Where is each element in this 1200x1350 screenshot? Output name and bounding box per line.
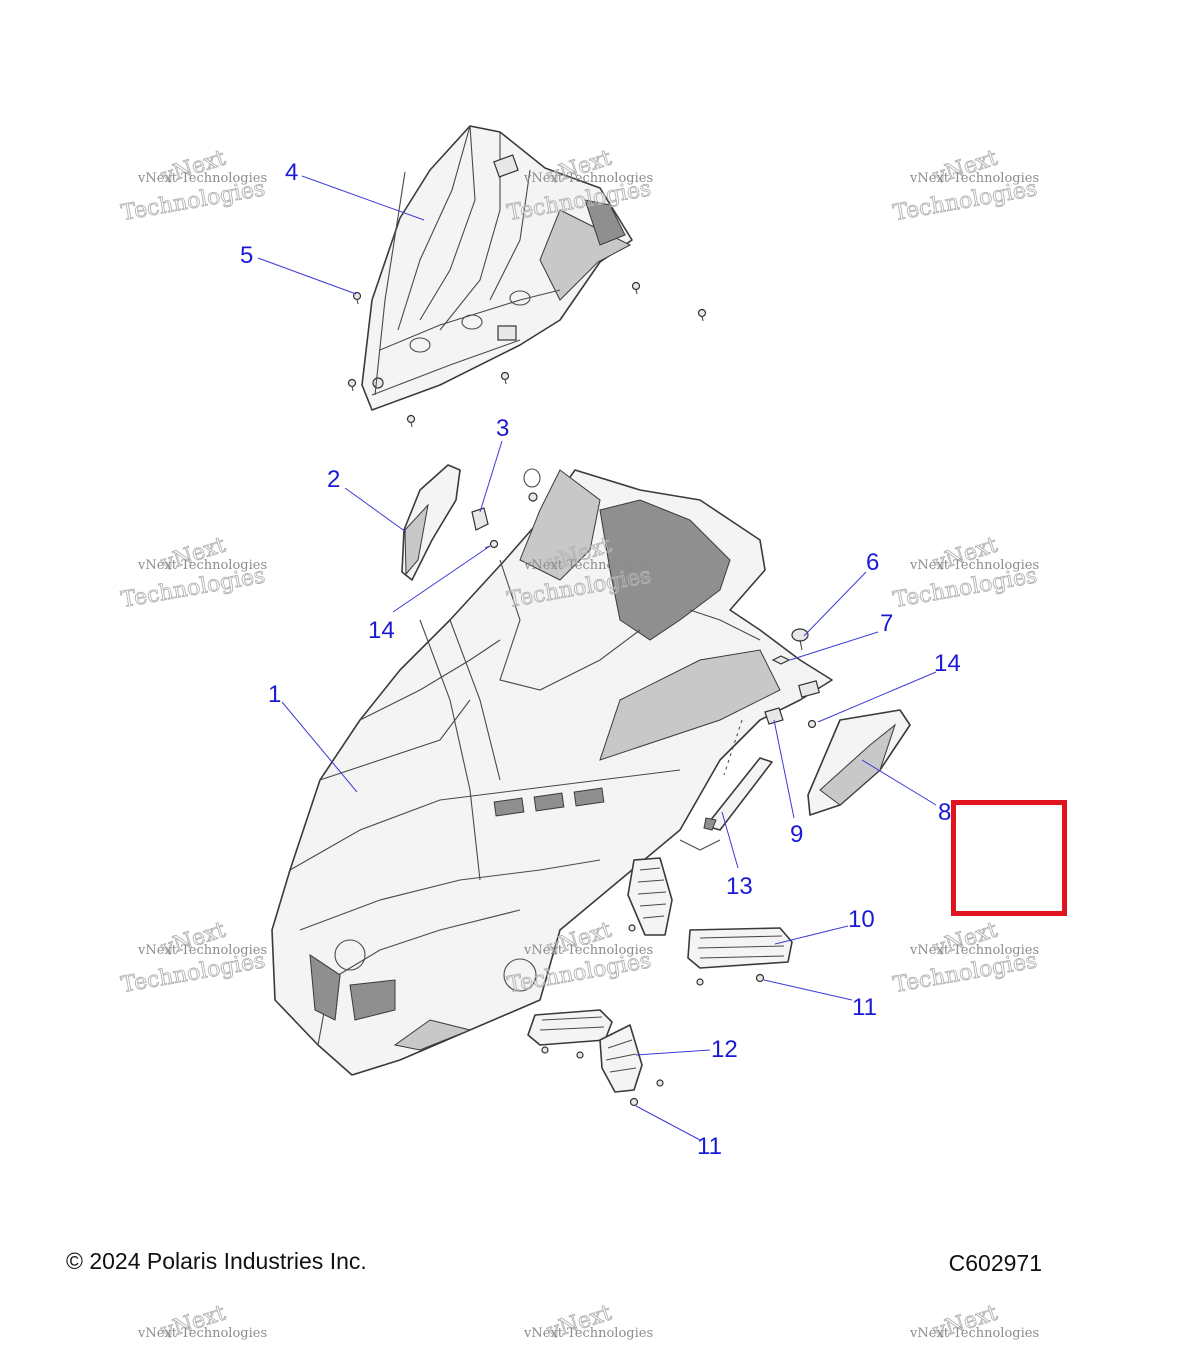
side-panel-left bbox=[401, 464, 461, 581]
bolt-and-nut bbox=[771, 628, 817, 729]
windshield-part bbox=[361, 125, 633, 411]
callout-14-left: 14 bbox=[368, 617, 395, 644]
svg-text:vNext Technologies: vNext Technologies bbox=[523, 1326, 653, 1341]
hood-part bbox=[271, 469, 833, 1076]
callout-12: 12 bbox=[711, 1036, 738, 1063]
watermark: vNext vNext Technologies Technologies bbox=[119, 917, 268, 999]
callout-8: 8 bbox=[938, 799, 951, 826]
watermark: vNext vNext Technologies bbox=[909, 1300, 1039, 1345]
side-panel-right bbox=[807, 709, 911, 816]
watermark: vNext vNext Technologies bbox=[523, 1300, 653, 1345]
windshield-screws bbox=[347, 281, 707, 428]
watermark: vNext vNext Technologies Technologies bbox=[891, 532, 1040, 614]
watermark: vNext vNext Technologies bbox=[137, 1300, 267, 1345]
clip-and-screw bbox=[471, 468, 541, 549]
callout-6: 6 bbox=[866, 549, 879, 576]
vent-grille-upper bbox=[627, 857, 793, 986]
svg-text:vNext Technologies: vNext Technologies bbox=[909, 1326, 1039, 1341]
svg-text:vNext Technologies: vNext Technologies bbox=[137, 558, 267, 573]
callout-7: 7 bbox=[880, 610, 893, 637]
watermark: vNext vNext Technologies Technologies bbox=[119, 145, 268, 227]
svg-text:vNext Technologies: vNext Technologies bbox=[909, 558, 1039, 573]
callout-11-upper: 11 bbox=[852, 994, 877, 1021]
callout-1: 1 bbox=[268, 681, 281, 708]
leader-lines bbox=[257, 175, 937, 1141]
callout-3: 3 bbox=[496, 415, 509, 442]
callout-11-lower: 11 bbox=[697, 1133, 722, 1160]
svg-text:vNext Technologies: vNext Technologies bbox=[909, 171, 1039, 186]
svg-text:vNext Technologies: vNext Technologies bbox=[137, 943, 267, 958]
watermark: vNext vNext Technologies Technologies bbox=[891, 917, 1040, 999]
callout-4: 4 bbox=[285, 159, 298, 186]
callout-14-right: 14 bbox=[934, 650, 961, 677]
watermark: vNext vNext Technologies Technologies bbox=[119, 532, 268, 614]
vent-grille-lower bbox=[527, 1009, 664, 1107]
callout-5: 5 bbox=[240, 242, 253, 269]
watermark: vNext vNext Technologies Technologies bbox=[891, 145, 1040, 227]
callout-2: 2 bbox=[327, 466, 340, 493]
highlight-box[interactable] bbox=[951, 800, 1067, 916]
drawing-id: C602971 bbox=[948, 1250, 1042, 1276]
callout-13: 13 bbox=[726, 873, 753, 900]
svg-text:vNext Technologies: vNext Technologies bbox=[523, 943, 653, 958]
svg-text:vNext Technologies: vNext Technologies bbox=[137, 171, 267, 186]
copyright-text: © 2024 Polaris Industries Inc. bbox=[66, 1248, 367, 1274]
svg-text:vNext Technologies: vNext Technologies bbox=[523, 558, 653, 573]
svg-text:vNext Technologies: vNext Technologies bbox=[909, 943, 1039, 958]
callout-labels: 4 5 3 2 14 6 7 14 1 8 9 13 10 11 12 11 bbox=[240, 159, 961, 1160]
svg-text:vNext Technologies: vNext Technologies bbox=[137, 1326, 267, 1341]
svg-text:vNext Technologies: vNext Technologies bbox=[523, 171, 653, 186]
callout-9: 9 bbox=[790, 821, 803, 848]
callout-10: 10 bbox=[848, 906, 875, 933]
watermark: vNext vNext Technologies Technologies bbox=[505, 145, 654, 227]
